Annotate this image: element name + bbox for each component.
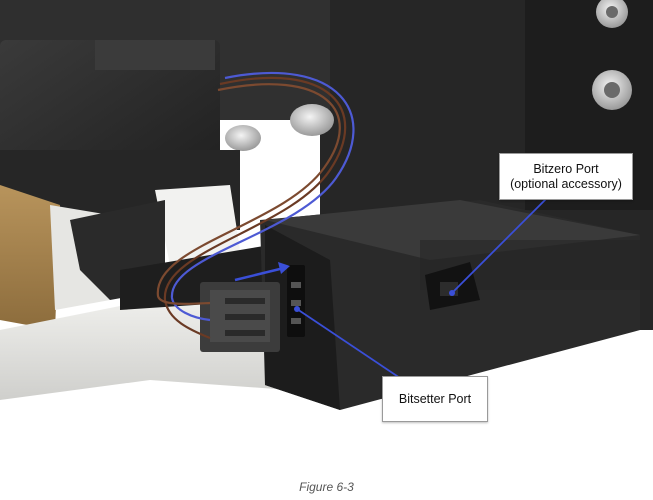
bitsetter-pointer-dot (294, 306, 300, 312)
bitsetter-callout-label: Bitsetter Port (398, 392, 472, 406)
bitsetter-port (287, 265, 305, 337)
callout-leader-lines (296, 198, 547, 379)
spindle-mount (0, 0, 240, 230)
bitzero-port-callout: Bitzero Port (optional accessory) (499, 153, 633, 200)
bitzero-pointer-dot (449, 290, 455, 296)
bitsetter-port-callout: Bitsetter Port (382, 376, 488, 422)
arrow-icon (234, 262, 290, 282)
wire-harness (156, 72, 355, 340)
product-illustration (0, 0, 653, 410)
wood-spoilboard (0, 185, 60, 330)
figure-caption: Figure 6-3 (299, 480, 354, 494)
connector-plug (200, 282, 280, 352)
bitzero-callout-line2: (optional accessory) (510, 177, 622, 191)
bitzero-callout-line1: Bitzero Port (533, 162, 599, 176)
